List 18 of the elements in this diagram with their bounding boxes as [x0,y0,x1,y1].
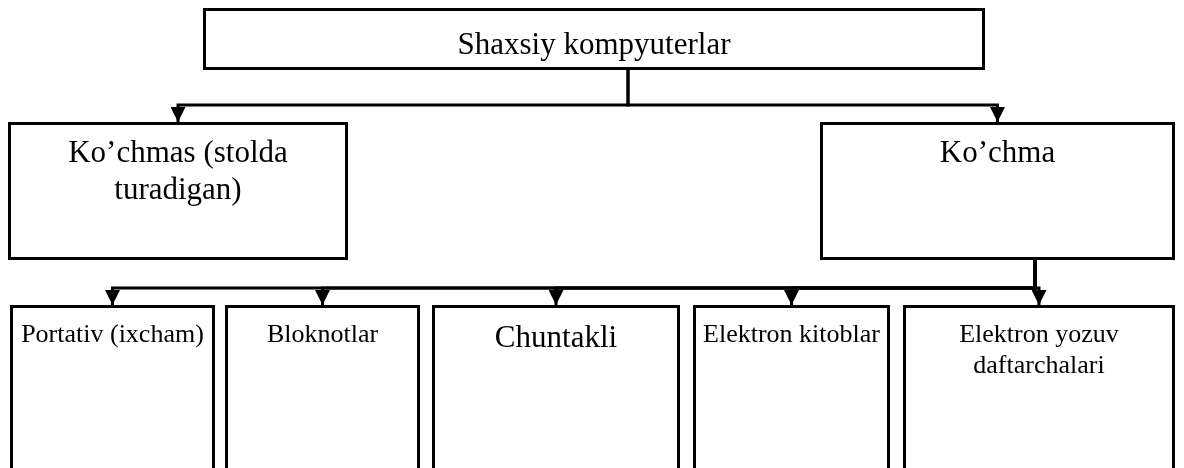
node-label: Elektron kitoblar [703,318,880,350]
node-label: Bloknotlar [266,318,379,350]
category-box [693,305,890,468]
category-box [8,122,348,260]
node-label: Portativ (ixcham) [21,318,204,350]
category-box [225,305,420,468]
node-label: Ko’chmas (stolda turadigan) [67,133,289,208]
arrow [626,70,1005,122]
category-box [903,305,1175,468]
node-label: Ko’chma [939,133,1056,171]
node-label: Chuntakli [494,318,618,356]
node-label: Shaxsiy kompyuterlar [457,25,731,63]
node-label: Elektron yozuv daftarchalari [958,318,1120,381]
arrow [1031,260,1047,305]
category-box [203,8,985,70]
category-box [432,305,680,468]
category-box [10,305,215,468]
category-box [820,122,1175,260]
